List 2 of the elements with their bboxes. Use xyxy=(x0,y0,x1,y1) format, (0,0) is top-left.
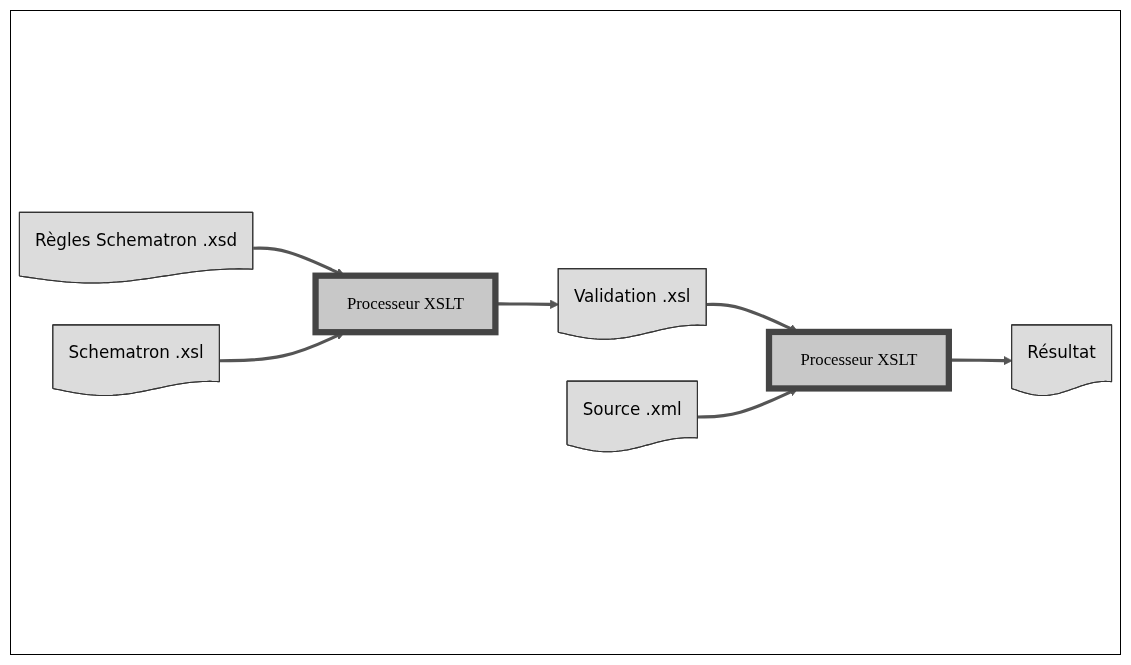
node-box: Processeur XSLT xyxy=(765,329,952,392)
node-box: Processeur XSLT xyxy=(312,273,499,336)
